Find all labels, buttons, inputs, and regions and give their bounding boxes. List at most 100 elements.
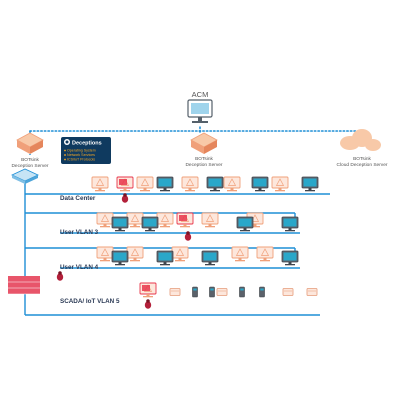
scada-real-plc-1 [209, 286, 215, 298]
scada-real-plc-0 [192, 286, 198, 298]
plc-indicator [240, 288, 244, 291]
monitor-base [145, 230, 155, 232]
dc-real-server-3 [301, 176, 319, 192]
monitor-base [227, 190, 237, 192]
vlan4-decoy-4 [256, 246, 274, 262]
segment-label-data-center: Data Center [60, 195, 96, 202]
decoy-logo-icon [185, 178, 195, 186]
decoy-logo-icon [205, 214, 215, 222]
monitor-display [158, 252, 172, 261]
monitor-base [305, 190, 315, 192]
core-switch-icon [11, 168, 39, 184]
dc-decoy-server-0 [91, 176, 109, 192]
monitor-base [185, 190, 195, 192]
monitor-base [205, 264, 215, 266]
vlan3-decoy-0 [96, 212, 114, 228]
vlan4-real-3 [281, 250, 299, 266]
monitor-neck [98, 188, 102, 190]
monitor-display [143, 218, 157, 227]
monitor-display [238, 218, 252, 227]
monitor-display [113, 218, 127, 227]
plc-indicator [260, 288, 264, 291]
switch-right-face [25, 175, 38, 184]
monitor-neck [103, 224, 107, 226]
right-server-label-1: BOTsink [353, 156, 371, 162]
monitor-neck [278, 188, 282, 190]
monitor-base [285, 230, 295, 232]
decoy-trap-head [123, 193, 127, 197]
vlan4-decoy-3 [231, 246, 249, 262]
monitor-base [120, 190, 130, 192]
right-server-label-2: Cloud Deception Server [337, 162, 388, 168]
scada-decoy-plc-3 [306, 288, 318, 296]
vlan4-decoy-0 [96, 246, 114, 262]
acm-label: ACM [192, 90, 209, 99]
monitor-neck [208, 224, 212, 226]
server-left-face [17, 140, 30, 154]
monitor-base [140, 190, 150, 192]
callout-item-3: ICS/IoT Protocols [67, 158, 95, 162]
scada-decoy-plc-1 [216, 288, 228, 296]
monitor-neck [230, 188, 234, 190]
monitor-base [160, 190, 170, 192]
monitor-neck [243, 228, 247, 230]
monitor-neck [308, 188, 312, 190]
monitor-display [253, 178, 267, 187]
monitor-base [115, 264, 125, 266]
vlan4-real-2 [201, 250, 219, 266]
firewall-body [8, 276, 40, 294]
monitor-base [235, 260, 245, 262]
monitor-display [303, 178, 317, 187]
monitor-neck [143, 188, 147, 190]
acm-display [191, 103, 209, 114]
cloud-part-3 [365, 139, 381, 151]
decoy-logo-icon [100, 248, 110, 256]
scada-decoy-alert-hmi [139, 282, 157, 298]
monitor-neck [188, 188, 192, 190]
center-server-label-2: Deception Server [185, 162, 222, 168]
alert-flag-icon [142, 285, 150, 291]
vlan3-real-2 [236, 216, 254, 232]
center-server-label-1: BOTsink [195, 156, 213, 162]
monitor-base [115, 230, 125, 232]
monitor-neck [288, 228, 292, 230]
decoy-trap-body [121, 195, 129, 203]
vlan4-decoy-trap [56, 271, 64, 281]
alert-flag-icon [119, 179, 127, 185]
dc-decoy-server-2 [181, 176, 199, 192]
plc-body [216, 288, 228, 296]
center-botsink-server [190, 132, 218, 154]
vlan3-real-3 [281, 216, 299, 232]
monitor-neck [123, 188, 127, 190]
callout-item-1: Operating System [67, 149, 96, 153]
left-botsink-server [16, 132, 44, 154]
scada-decoy-plc-2 [282, 288, 294, 296]
monitor-base [160, 264, 170, 266]
firewall-icon [8, 276, 40, 295]
monitor-neck [163, 224, 167, 226]
left-server-label-1: BOTsink [21, 157, 39, 163]
decoy-logo-icon [227, 178, 237, 186]
plc-indicator [193, 288, 197, 291]
monitor-base [250, 226, 260, 228]
acm-base [192, 121, 208, 123]
vlan4-decoy-1 [126, 246, 144, 262]
dc-decoy-trap [121, 193, 129, 203]
monitor-neck [118, 228, 122, 230]
monitor-neck [133, 258, 137, 260]
monitor-neck [263, 258, 267, 260]
switch-left-face [12, 175, 25, 184]
dc-real-server-0 [156, 176, 174, 192]
server-right-face [204, 140, 217, 154]
plc-indicator [210, 288, 214, 291]
scada-decoy-trap [144, 299, 152, 309]
monitor-neck [238, 258, 242, 260]
dc-real-server-2 [251, 176, 269, 192]
plc-body [282, 288, 294, 296]
monitor-base [285, 264, 295, 266]
decoy-trap-head [146, 299, 150, 303]
monitor-neck [208, 262, 212, 264]
scada-decoy-plc-0 [169, 288, 181, 296]
vlan4-decoy-2 [171, 246, 189, 262]
